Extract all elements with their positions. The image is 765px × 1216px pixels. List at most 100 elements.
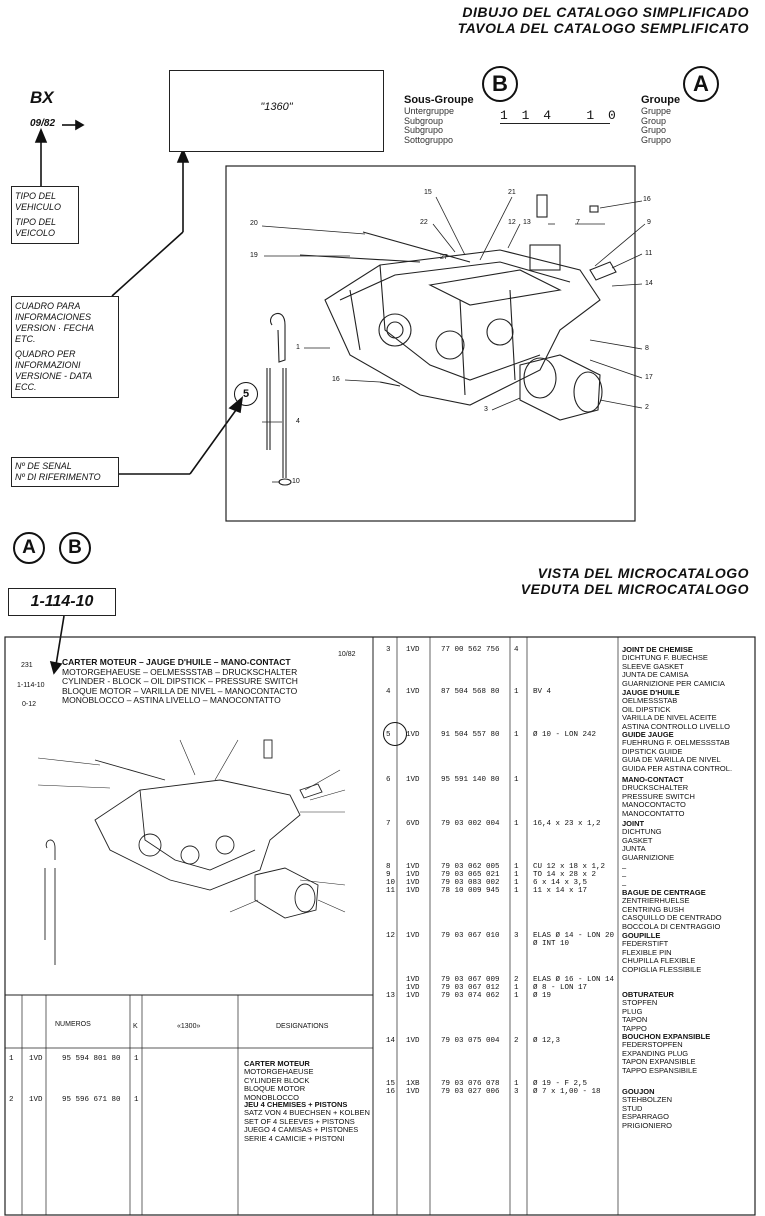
note-vehicle-type-it: TIPO DEL VEICOLO: [15, 217, 56, 238]
row-version: 1VD: [406, 688, 420, 696]
subgroup-langs: Untergruppe Subgroup Subgrupo Sottogrupp…: [404, 106, 454, 145]
row-version: 1VD: [406, 871, 420, 879]
card-title-en: CYLINDER - BLOCK – OIL DIPSTICK – PRESSU…: [62, 676, 298, 686]
header-title-es: DIBUJO DEL CATALOGO SIMPLIFICADO: [462, 4, 749, 20]
group-lang-en: Group: [641, 115, 667, 126]
row-qty: 1: [514, 688, 519, 696]
callout: 1: [296, 344, 300, 351]
callout: 11: [645, 250, 653, 257]
row-version: 1VD: [406, 879, 420, 887]
designation-line: MANO-CONTACT: [622, 775, 684, 784]
row-qty: 1: [514, 731, 519, 739]
designation-line: DICHTUNG F. BUECHSE: [622, 653, 708, 663]
row-spec: Ø 8 - LON 17: [533, 984, 588, 992]
row-version: 1VD: [406, 984, 420, 992]
designation-line: TAPON EXPANSIBLE: [622, 1057, 696, 1067]
vehicle-date: 09/82: [30, 118, 56, 129]
subgroup-code: 1 1 4 1 0: [500, 108, 619, 124]
designation-line: FLEXIBLE PIN: [622, 947, 672, 957]
callout: 14: [645, 280, 653, 287]
callout: 16: [643, 196, 651, 203]
row-qty: 4: [514, 646, 519, 654]
row-spec: 16,4 x 23 x 1,2: [533, 820, 601, 828]
row-part-number: 79 03 067 009: [441, 976, 500, 984]
designation-line: EXPANDING PLUG: [622, 1048, 689, 1058]
designation-line: DICHTUNG: [622, 827, 662, 837]
subgroup-lang-it: Sottogruppo: [404, 134, 454, 145]
row-spec: TO 14 x 28 x 2: [533, 871, 597, 879]
designation-line: JAUGE D'HUILE: [622, 688, 680, 697]
row-index: 12: [386, 932, 396, 940]
row-index: 1: [9, 1055, 14, 1063]
designation-line: ZENTRIERHUELSE: [622, 896, 690, 906]
row-spec: 6 x 14 x 3,5: [533, 879, 588, 887]
designation-line: BAGUE DE CENTRAGE: [622, 888, 706, 897]
card-ref: 1-114-10: [17, 682, 45, 689]
row-spec: Ø INT 10: [533, 940, 570, 948]
designation-line: –: [622, 863, 627, 872]
row-qty: 3: [514, 1088, 519, 1096]
designation-line: ESPARRAGO: [622, 1112, 669, 1122]
callout: 15: [424, 189, 432, 196]
row-qty: 1: [514, 863, 519, 871]
row-index: 3: [386, 646, 391, 654]
callout: 7: [576, 219, 580, 226]
note-vehicle-type-es: TIPO DEL VEHICULO: [15, 191, 62, 212]
designation-line: PRIGIONIERO: [622, 1120, 673, 1130]
callout: 19: [250, 252, 258, 259]
callout: 16: [332, 376, 340, 383]
row-part-number: 79 03 002 004: [441, 820, 500, 828]
card-title-es: BLOQUE MOTOR – VARILLA DE NIVEL – MANOCO…: [62, 685, 298, 696]
reference-circle: 5: [234, 382, 258, 406]
designation-line: FEDERSTIFT: [622, 939, 669, 949]
subgroup-title: Sous-Groupe: [404, 94, 474, 106]
row-spec: ELAS Ø 14 - LON 20: [533, 932, 615, 940]
row-spec: Ø 10 - LON 242: [533, 731, 597, 739]
row-index: 13: [386, 992, 396, 1000]
micro-code: 1-114-10: [8, 588, 116, 616]
row-index: 15: [386, 1080, 396, 1088]
row-part-number: 79 03 075 004: [441, 1037, 500, 1045]
designation-line: STEHBOLZEN: [622, 1095, 673, 1105]
card-title-it: MONOBLOCCO – ASTINA LIVELLO – MANOCONTAT…: [62, 695, 281, 705]
vehicle-model: BX: [30, 88, 54, 107]
row-spec: Ø 7 x 1,00 - 18: [533, 1088, 601, 1096]
callout: 4: [296, 418, 300, 425]
row-designation: JUEGO 4 CAMISAS + PISTONES: [244, 1125, 359, 1135]
row-spec: BV 4: [533, 688, 552, 696]
row-part-number: 95 591 140 80: [441, 776, 500, 784]
micro-title-it: VEDUTA DEL MICROCATALOGO: [520, 581, 749, 597]
row-part-number: 79 03 083 002: [441, 879, 500, 887]
card-date: 10/82: [338, 651, 356, 658]
row-designation: CARTER MOTEUR: [244, 1059, 310, 1068]
row-version: 1VD: [406, 932, 420, 940]
card-title-fr: CARTER MOTEUR – JAUGE D'HUILE – MANO-CON…: [62, 657, 291, 667]
designation-line: BOUCHON EXPANSIBLE: [622, 1032, 711, 1041]
row-index: 6: [386, 776, 391, 784]
designation-line: –: [622, 871, 627, 881]
row-part-number: 95 594 801 80: [62, 1055, 121, 1063]
designation-line: FUEHRUNG F. OELMESSSTAB: [622, 738, 730, 748]
group-lang-de: Gruppe: [641, 106, 672, 116]
micro-badge-a: A: [13, 532, 45, 564]
row-version: 1VD: [406, 776, 420, 784]
row-index: 7: [386, 820, 391, 828]
designation-line: GUARNIZIONE: [622, 852, 675, 862]
row-index: 16: [386, 1088, 396, 1096]
row-part-number: 79 03 065 021: [441, 871, 500, 879]
row-designation: SATZ VON 4 BUECHSEN + KOLBEN: [244, 1108, 370, 1118]
group-title: Groupe: [641, 94, 681, 106]
micro-badge-b: B: [59, 532, 91, 564]
subgroup-lang-en: Subgroup: [404, 115, 444, 126]
row-part-number: 79 03 067 012: [441, 984, 500, 992]
row-spec: 11 x 14 x 17: [533, 887, 588, 895]
note-reference: Nº DE SENAL Nº DI RIFERIMENTO: [11, 457, 119, 487]
group-lang-it: Gruppo: [641, 134, 672, 145]
row-index: 4: [386, 688, 391, 696]
row-part-number: 79 03 074 062: [441, 992, 500, 1000]
row-index: 8: [386, 863, 391, 871]
row-index: 11: [386, 887, 396, 895]
row-qty: 2: [514, 1037, 519, 1045]
callout: 20: [250, 220, 258, 227]
